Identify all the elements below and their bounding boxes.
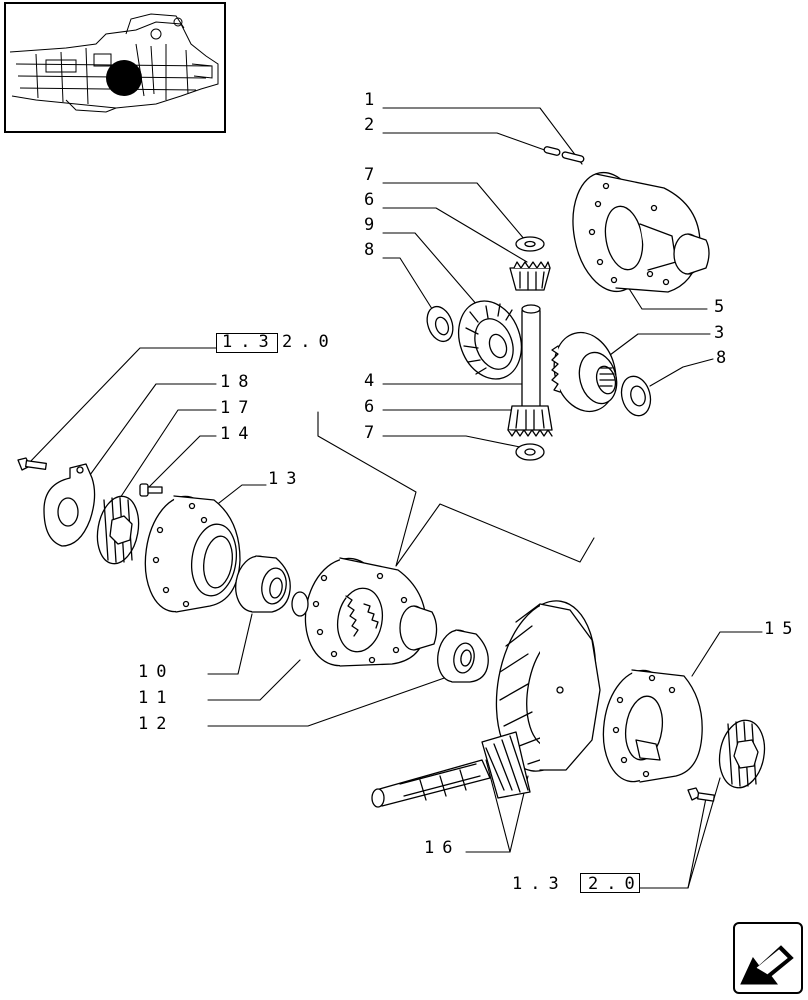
differential-case-11: [291, 557, 438, 667]
callout-3[interactable]: 3: [714, 323, 733, 343]
callout-1[interactable]: 1: [364, 90, 383, 110]
reference-bottom-boxed[interactable]: 2.0: [588, 874, 643, 894]
callout-7-bottom[interactable]: 7: [364, 423, 383, 443]
callout-2[interactable]: 2: [364, 115, 383, 135]
callout-13[interactable]: 13: [268, 469, 305, 489]
reference-bottom-prefix[interactable]: 1.3: [512, 874, 567, 894]
callout-16[interactable]: 16: [424, 838, 461, 858]
pinion-shaft-16: [371, 731, 531, 808]
bolt-bottom-right: [687, 787, 715, 802]
callout-18[interactable]: 18: [220, 372, 257, 392]
bearing-10: [235, 555, 291, 613]
bearing-12: [437, 629, 489, 683]
thrust-washer-8-right: [620, 375, 652, 417]
reference-top-boxed[interactable]: 1.3: [222, 332, 277, 352]
screw-14: [139, 483, 163, 497]
ring-gear-16: [495, 600, 601, 772]
side-gear-3: [551, 331, 618, 413]
callout-6-bottom[interactable]: 6: [364, 397, 383, 417]
callout-10[interactable]: 10: [138, 662, 175, 682]
arrow-back-icon: [740, 945, 794, 985]
thrust-washer-7-bottom: [515, 443, 545, 461]
bearing-support-13: [144, 495, 241, 613]
thrust-washer-7-top: [515, 236, 545, 252]
cross-shaft-4: [521, 304, 541, 413]
adjuster-ring-right: [718, 719, 766, 789]
differential-housing-5: [572, 171, 710, 293]
leader-lines: [27, 107, 763, 889]
tractor-drivetrain-sketch: [9, 13, 219, 113]
reference-box-top[interactable]: [216, 333, 278, 353]
pinion-gear-6-bottom: [507, 405, 553, 437]
pins: [543, 146, 585, 163]
callout-9[interactable]: 9: [364, 215, 383, 235]
lock-plate-18: [43, 463, 96, 547]
reference-box-bottom[interactable]: [580, 873, 640, 893]
callout-6-top[interactable]: 6: [364, 190, 383, 210]
callout-14[interactable]: 14: [220, 424, 257, 444]
callout-7-top[interactable]: 7: [364, 165, 383, 185]
adjuster-ring-17: [96, 495, 140, 565]
location-marker: [106, 60, 142, 96]
pinion-gear-6-top: [509, 261, 551, 291]
callout-12[interactable]: 12: [138, 714, 175, 734]
callout-4[interactable]: 4: [364, 371, 383, 391]
callout-5[interactable]: 5: [714, 297, 733, 317]
side-gear-9: [458, 300, 522, 380]
callout-17[interactable]: 17: [220, 398, 257, 418]
callout-8-right[interactable]: 8: [716, 348, 735, 368]
callout-8-left[interactable]: 8: [364, 240, 383, 260]
thrust-washer-8-left: [426, 305, 454, 343]
reference-top-rest[interactable]: 2.0: [282, 332, 337, 352]
back-navigation-button[interactable]: [733, 922, 803, 994]
bearing-support-15: [602, 669, 703, 783]
callout-11[interactable]: 11: [138, 688, 175, 708]
tractor-location-thumbnail[interactable]: [4, 2, 226, 133]
callout-15[interactable]: 15: [764, 619, 801, 639]
bolt-top-left: [17, 457, 47, 471]
